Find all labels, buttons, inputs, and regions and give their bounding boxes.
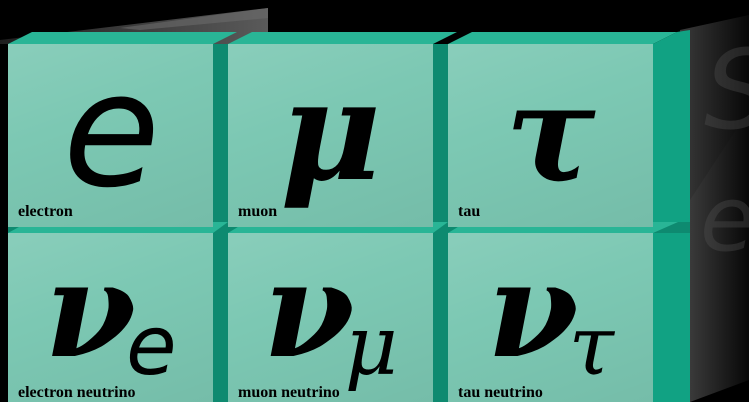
particle-cube-tau: τ tau	[448, 44, 653, 227]
particle-symbol: μ	[228, 62, 433, 200]
particle-label: electron	[18, 203, 73, 221]
particle-cube-tau-neutrino: ντ tau neutrino	[448, 233, 653, 402]
particle-symbol: ν	[44, 233, 136, 388]
particle-symbol: τ	[448, 66, 653, 200]
particle-subscript: e	[126, 299, 176, 394]
ghost-letter-lower: e	[700, 167, 749, 272]
ghost-letter-upper: S	[704, 26, 749, 154]
particle-label: electron neutrino	[18, 384, 135, 402]
particle-symbol: e	[8, 52, 213, 210]
particle-label: muon	[238, 203, 277, 221]
top-face-muon	[228, 32, 457, 44]
side-face-tau-neutrino	[653, 218, 690, 402]
particle-symbol-group: νe	[8, 245, 213, 377]
particle-symbol-group: νμ	[228, 245, 433, 377]
particle-symbol: ν	[263, 233, 355, 388]
particle-cube-muon: μ muon	[228, 44, 433, 227]
particle-label: muon neutrino	[238, 384, 340, 402]
particle-subscript: τ	[569, 299, 614, 394]
particle-label: tau	[458, 203, 480, 221]
particle-cube-electron: e electron	[8, 44, 213, 227]
particle-cube-electron-neutrino: νe electron neutrino	[8, 233, 213, 402]
particle-subscript: μ	[345, 299, 398, 394]
side-face-tau	[653, 30, 690, 228]
top-face-tau	[448, 32, 677, 44]
particle-symbol-group: ντ	[448, 245, 653, 377]
particle-cube-muon-neutrino: νμ muon neutrino	[228, 233, 433, 402]
particle-label: tau neutrino	[458, 384, 543, 402]
particle-symbol: ν	[487, 233, 579, 388]
